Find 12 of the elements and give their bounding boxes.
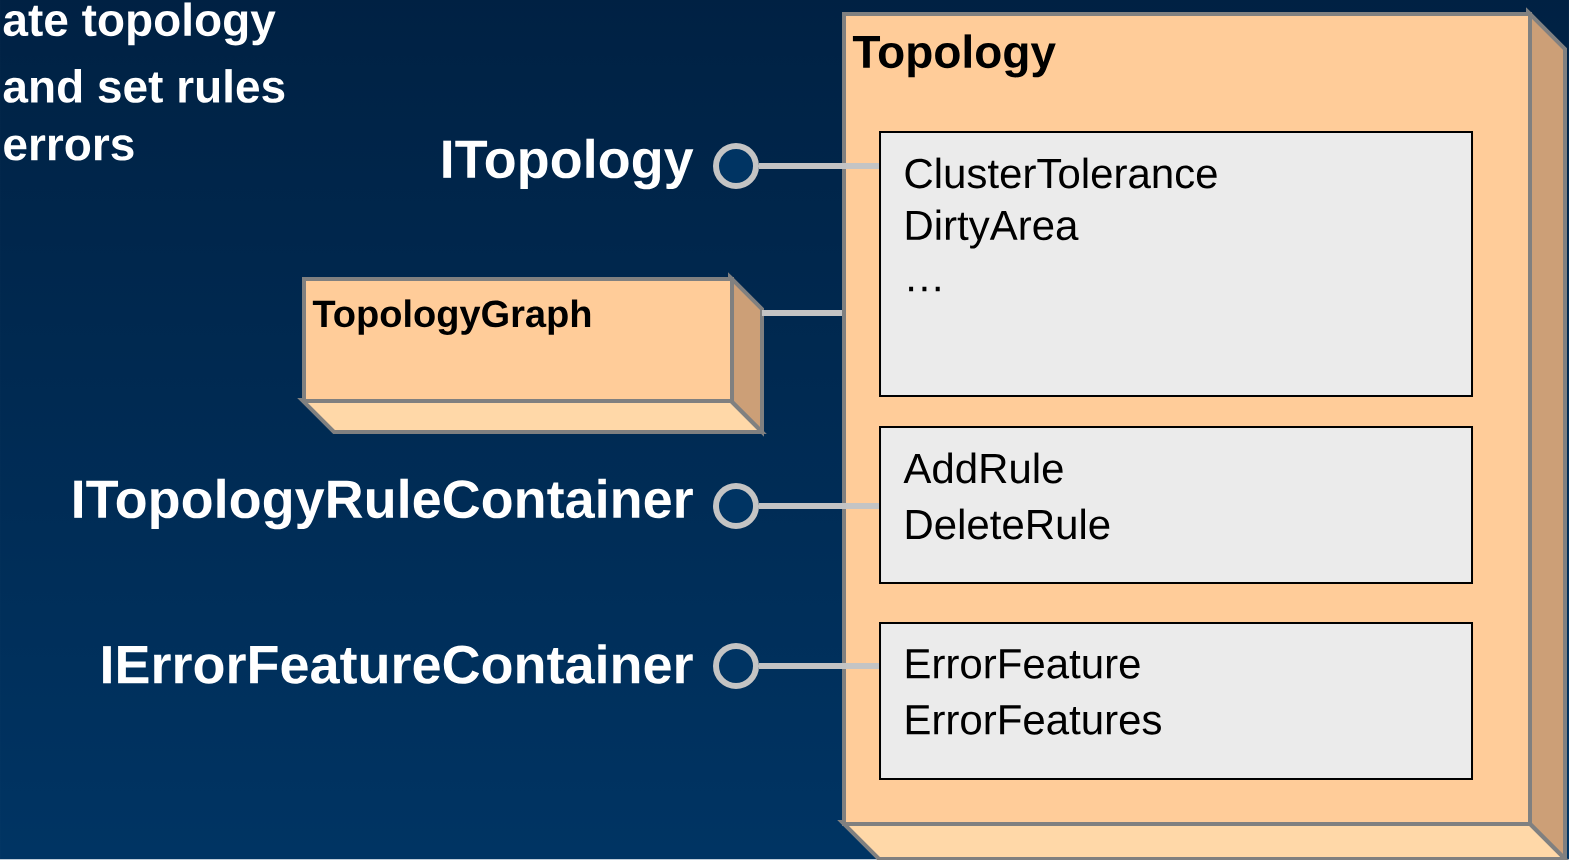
heading-text: errors (4, 135, 134, 161)
member-list-box: ClusterTolerance DirtyArea … (879, 131, 1473, 397)
heading-text: and set rules (3, 69, 285, 103)
member-list-box: ErrorFeature ErrorFeatures (879, 622, 1473, 780)
interface-label: IErrorFeatureContainer (103, 644, 693, 684)
member-list-box: AddRule DeleteRule (879, 426, 1473, 584)
interface-circle (713, 483, 759, 529)
interface-label: ITopology (443, 138, 694, 190)
interface-circle (713, 643, 759, 689)
heading-text: ate topology (3, 2, 276, 46)
interface-circle (713, 143, 759, 189)
interface-label: ITopologyRuleContainer (74, 478, 693, 530)
